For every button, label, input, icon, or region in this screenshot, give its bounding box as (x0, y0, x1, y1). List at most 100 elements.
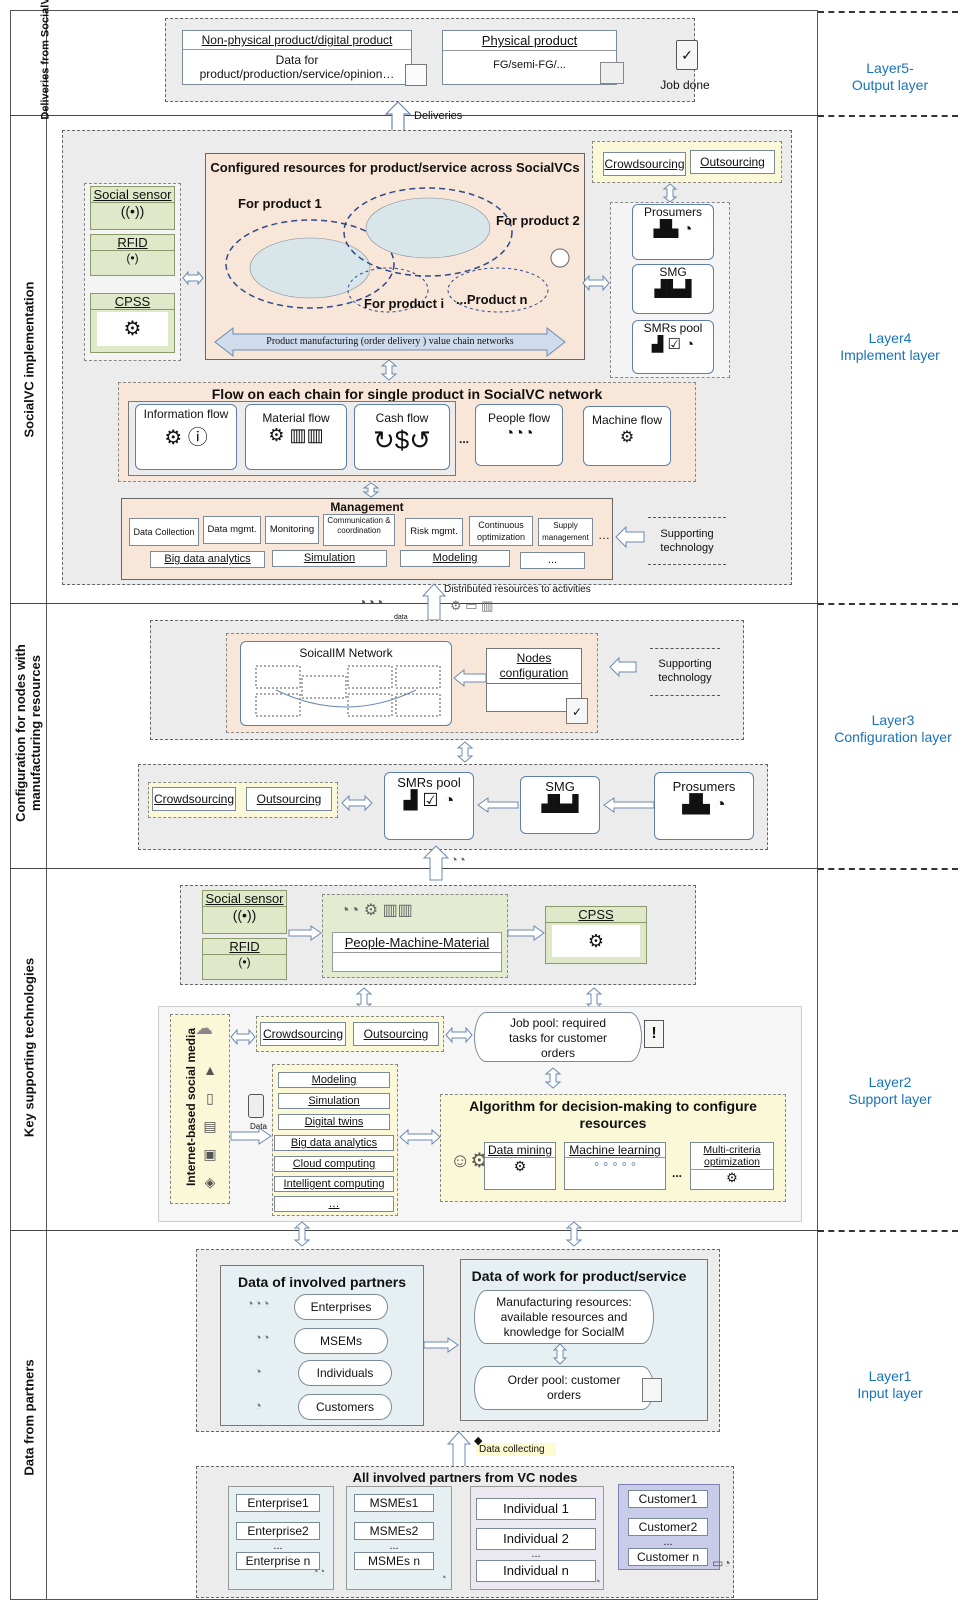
machine-learning-box: Machine learning ⚬⚬⚬⚬⚬ (564, 1142, 666, 1190)
nodes-config-label: Nodes configuration (487, 649, 581, 684)
distributed-label: Distributed resources to activities (444, 584, 591, 595)
neural-net-icon: ⚬⚬⚬⚬⚬ (591, 1159, 639, 1171)
sensor-to-pmm-arrow (288, 925, 322, 941)
magnifier-gear-icon: ⚙ (513, 1158, 527, 1174)
msme-person-icon: ◔ (440, 1572, 447, 1584)
layer5-label: Layer5-Output layer (851, 60, 929, 93)
for-product-1: For product 1 (238, 196, 322, 211)
l4-prosumers-box: Prosumers ▟▙ ◔ (632, 204, 714, 260)
data-label-small: data (394, 614, 408, 621)
physical-title: Physical product (443, 31, 616, 51)
frame (10, 10, 818, 1600)
configured-title: Configured resources for product/service… (210, 160, 580, 175)
enterprise-2: Enterprise2 (236, 1522, 320, 1540)
machine-flow-box: Machine flow ⚙ (583, 406, 671, 466)
l2-crowdsourcing: Crowdsourcing (260, 1022, 346, 1046)
tool-more: ... (520, 552, 585, 569)
social-media-group (170, 1014, 230, 1204)
l4-prosumers-label: Prosumers (643, 205, 702, 219)
for-product-2: For product 2 (496, 213, 580, 228)
l3-smrs-label: SMRs pool (397, 775, 461, 790)
nodes-to-network-arrow (453, 668, 487, 688)
socialim-graphic (255, 665, 441, 717)
l2-cpss-label: CPSS (546, 907, 646, 923)
clipboard-check-icon: ✓ (676, 40, 698, 70)
msme-2: MSMEs2 (354, 1522, 434, 1540)
mgmt-risk: Risk mgmt. (405, 518, 463, 546)
l2-social-sensor-box: Social sensor ((•)) (202, 890, 287, 934)
pmm-box: People-Machine-Material (332, 932, 502, 972)
l3-smg-label: SMG (545, 779, 575, 794)
factory-person-icon: ▟▙ ◔ (653, 221, 693, 238)
individual-2: Individual 2 (476, 1528, 596, 1550)
mgmt-data-collection: Data Collection (129, 518, 199, 546)
pmm-icons: ◔◔ ⚙ ▥▥ (340, 902, 413, 919)
side-label-l5: Deliveries from SocialVC (39, 0, 52, 120)
order-pool-box: Order pool: customer orders (474, 1366, 654, 1410)
multi-criteria-box: Multi-criteria optimization ⚙ (690, 1142, 774, 1190)
mfg-resources-box: Manufacturing resources: available resou… (474, 1290, 654, 1344)
tech-algo-arrow (399, 1128, 441, 1146)
sep-l3 (10, 868, 818, 869)
cloud-icon: ☁ (195, 1018, 213, 1038)
l4-outsourcing: Outsourcing (690, 150, 775, 174)
wifi-signal-icon: ((•)) (120, 203, 145, 219)
mgmt-communication: Communication & coordination (323, 514, 395, 546)
dash-l4 (818, 115, 958, 117)
enterprise-people-icon: ◔◔◔ (246, 1296, 270, 1311)
info-flow-box: Information flow ⚙ ⓘ (135, 404, 237, 470)
tool-simulation: Simulation (272, 550, 387, 567)
for-product-i: For product i (364, 296, 445, 311)
tool-modeling: Modeling (400, 550, 510, 567)
value-chain-label: Product manufacturing (order delivery ) … (266, 336, 514, 347)
mgmt-monitoring: Monitoring (265, 516, 319, 544)
robot-arm-icon: ⚙ (97, 312, 168, 346)
enterprise-more: ... (273, 1540, 283, 1552)
l4-smg-label: SMG (659, 265, 687, 279)
rfid-signal-icon: (•) (126, 251, 139, 265)
media-crowd-arrow (230, 1028, 256, 1046)
partner-msmes: MSEMs (294, 1328, 388, 1354)
side-label-l2: Key supporting technologies (21, 957, 37, 1138)
gear-icon: ⚙ (619, 429, 635, 446)
config-flow-arrow (380, 359, 398, 381)
algo-title: Algorithm for decision-making to configu… (469, 1098, 757, 1131)
nonphysical-title: Non-physical product/digital product (183, 31, 411, 50)
job-pool-label: Job pool: required tasks for customer or… (508, 1016, 608, 1060)
factory-check-icon: ▟ ☑ ◔ (651, 336, 695, 353)
l3-crowd-arrow (341, 794, 373, 812)
l3-mid-arrow (456, 741, 474, 763)
crowd-jobpool-arrow (445, 1026, 473, 1044)
dash-l3 (818, 603, 958, 605)
data-device-icon (248, 1094, 264, 1118)
l2-rfid-signal-icon: (•) (238, 955, 251, 969)
customer-2: Customer2 (628, 1518, 708, 1536)
job-clipboard-icon: ! (644, 1020, 664, 1048)
socialim-label: SoicalIM Network (299, 646, 393, 660)
dash-l1 (818, 1230, 958, 1232)
individual-1: Individual 1 (476, 1498, 596, 1520)
l4-smrs-box: SMRs pool ▟ ☑ ◔ (632, 320, 714, 374)
side-label-l4: SocialVC implementation (21, 281, 37, 438)
l3-factory-group-icon: ▟▙▟ (541, 796, 579, 813)
factory-group-icon: ▟▙▟ (654, 281, 692, 298)
l2-rfid-box: RFID (•) (202, 938, 287, 980)
msme-more: ... (389, 1540, 399, 1552)
l4-cpss-label: CPSS (91, 294, 174, 310)
l3-smg-to-smrs-arrow (477, 797, 519, 813)
mgmt-continuous: Continuous optimization (469, 516, 533, 546)
mgmt-supply: Supply management (538, 518, 593, 546)
flow-mgmt-arrow (362, 482, 380, 498)
deliveries-arrow (384, 101, 412, 133)
mfg-order-arrow (552, 1343, 568, 1365)
l2-to-l3-arrow (422, 845, 450, 881)
material-flow-box: Material flow ⚙ ▥▥ (245, 404, 347, 470)
data-collecting-label: Data collecting (476, 1443, 556, 1456)
laptop-person-icon: ▭◔ (712, 1556, 731, 1570)
l3-factory-check-icon: ▟ ☑ ◔ (403, 790, 455, 810)
tech-more: … (274, 1196, 394, 1212)
l1-to-l2-left-arrow (293, 1221, 311, 1247)
enterprise-n: Enterprise n (236, 1552, 320, 1570)
l3-factory-person-icon: ▟▙ ◔ (682, 794, 726, 814)
